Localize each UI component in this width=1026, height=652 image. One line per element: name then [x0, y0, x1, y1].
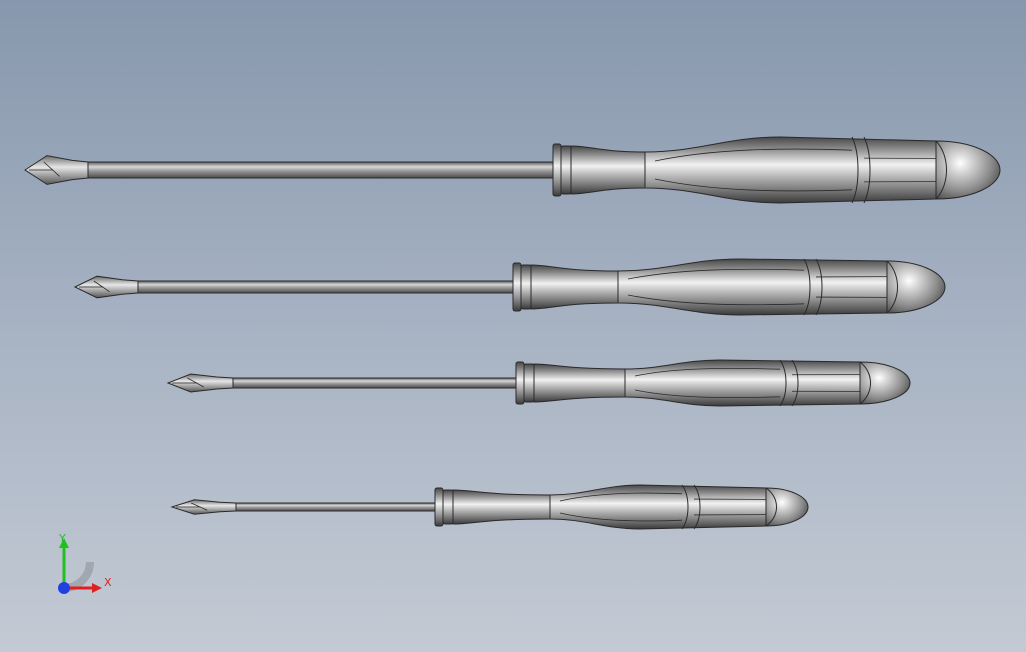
screwdriver-medium[interactable] [166, 359, 911, 407]
tip-flute-lines [172, 377, 204, 388]
dome-seam-line [935, 140, 947, 200]
ferrule-ring-outer [515, 361, 525, 405]
tip-flute-lines [79, 280, 110, 293]
handle-neck [570, 145, 646, 195]
grip-groove-lines [654, 148, 853, 192]
grip-band [681, 484, 701, 530]
triad-x-label: X [104, 576, 112, 589]
ferrule-ring-outer [512, 262, 522, 312]
screwdriver-shaft [137, 280, 516, 294]
grip-groove-lines [634, 368, 781, 398]
triad-y-label: Y [59, 532, 66, 545]
handle-dome-cap [765, 487, 809, 527]
handle-grip [624, 359, 861, 407]
handle-grip [644, 136, 937, 204]
handle-neck [530, 264, 619, 310]
grip-band [851, 136, 871, 204]
triad-x-arrow-icon [92, 583, 102, 593]
screwdriver-shaft [235, 502, 438, 512]
screwdriver-shaft [232, 377, 519, 389]
screwdriver-large[interactable] [24, 136, 1001, 204]
tip-flute-lines [29, 161, 60, 177]
coordinate-triad [58, 538, 102, 594]
ferrule-ring-inner [560, 145, 572, 195]
dome-seam-line [859, 361, 871, 405]
ferrule-ring-inner [442, 489, 454, 525]
grip-band [803, 258, 823, 316]
handle-grip [549, 484, 767, 530]
ferrule-ring-outer [552, 143, 562, 197]
dome-seam-line [886, 260, 898, 314]
screwdriver-shaft [87, 161, 556, 179]
ferrule-ring-inner [520, 264, 532, 310]
screwdriver-medium-large[interactable] [73, 258, 946, 316]
handle-dome-cap [935, 140, 1001, 200]
handle-grip [617, 258, 888, 316]
handle-neck [533, 363, 626, 403]
grip-band [779, 359, 799, 407]
screwdriver-small[interactable] [170, 484, 809, 530]
handle-dome-cap [886, 260, 946, 314]
dome-seam-line [765, 487, 777, 527]
grip-groove-lines [559, 492, 683, 522]
tip-flute-lines [176, 502, 208, 511]
ferrule-ring-outer [434, 487, 444, 527]
handle-dome-cap [859, 361, 911, 405]
ferrule-ring-inner [523, 363, 535, 403]
grip-groove-lines [627, 268, 805, 306]
triad-z-axis-icon [58, 582, 70, 594]
triad-y-arrow-icon [59, 538, 69, 548]
handle-neck [452, 489, 551, 525]
